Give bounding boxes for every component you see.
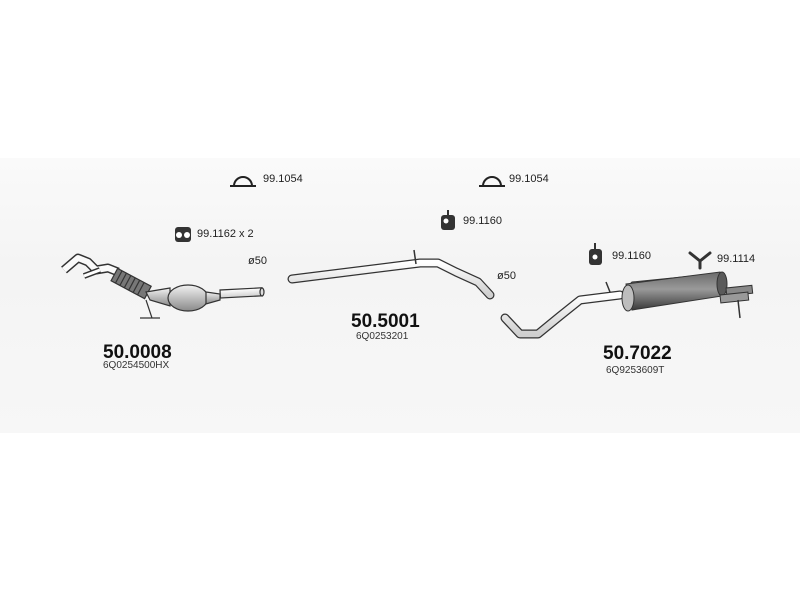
y-hanger-label: 99.1114 (717, 253, 756, 265)
y-hanger-icon (688, 251, 712, 270)
hanger-label: 99.1160 (612, 250, 651, 262)
clamp-label: 99.1054 (263, 173, 303, 185)
rubber-hanger-icon (589, 243, 602, 265)
rear-silencer (500, 271, 754, 339)
part-number-middle: 50.5001 (351, 311, 420, 332)
front-catalytic-converter (61, 253, 265, 319)
hanger-label: 99.1160 (463, 215, 502, 227)
middle-pipe (287, 249, 495, 300)
clamp-icon (230, 176, 256, 187)
clamp-icon (479, 176, 505, 187)
part-number-front: 50.0008 (103, 342, 172, 363)
rubber-hanger-icon (175, 227, 191, 242)
clamp-label: 99.1054 (509, 173, 549, 185)
oe-number-front: 6Q0254500HX (103, 360, 170, 371)
hanger-label: 99.1162 x 2 (197, 228, 254, 240)
oe-number-middle: 6Q0253201 (356, 331, 409, 342)
diameter-label: ø50 (248, 255, 267, 267)
oe-number-rear: 6Q9253609T (606, 365, 665, 376)
rubber-hanger-icon (441, 210, 455, 230)
diameter-label: ø50 (497, 270, 516, 282)
part-number-rear: 50.7022 (603, 343, 672, 364)
